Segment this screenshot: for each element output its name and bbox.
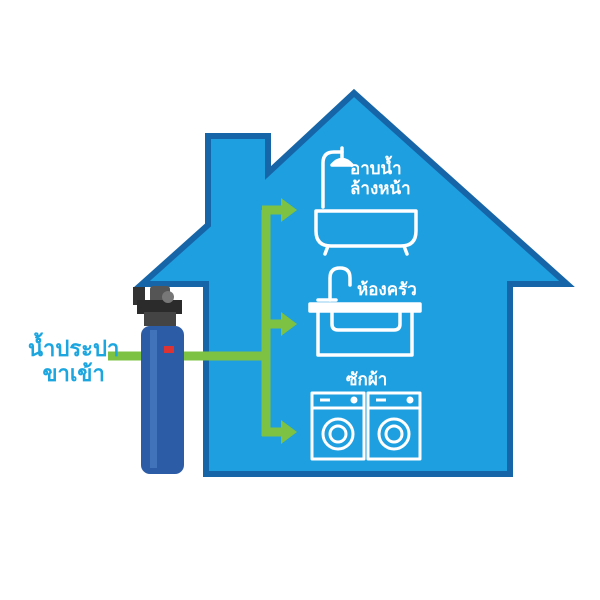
washing-machine-icon <box>310 391 422 461</box>
bathtub-icon <box>314 146 418 256</box>
bathroom-label: อาบน้ำ ล้างหน้า <box>350 159 411 199</box>
arrow-kitchen-icon <box>281 312 297 336</box>
house-shape <box>134 88 575 477</box>
water-inlet-label-line2: ขาเข้า <box>42 362 105 388</box>
kitchen-sink-icon <box>308 266 422 357</box>
kitchen-label-text: ห้องครัว <box>357 280 417 300</box>
arrow-laundry-icon <box>281 420 297 444</box>
water-filter-icon <box>133 286 184 474</box>
bathroom-label-line1: อาบน้ำ <box>350 159 402 179</box>
kitchen-label: ห้องครัว <box>357 280 417 301</box>
water-inlet-label-line1: น้ำประปา <box>28 337 120 362</box>
bathroom-label-line2: ล้างหน้า <box>350 178 411 199</box>
water-inlet-label: น้ำประปา ขาเข้า <box>28 337 119 388</box>
laundry-label: ซักผ้า <box>346 370 388 391</box>
pipe-arrows <box>281 198 297 444</box>
water-pipes <box>108 205 283 437</box>
laundry-label-text: ซักผ้า <box>346 370 388 390</box>
arrow-bath-icon <box>281 198 297 222</box>
